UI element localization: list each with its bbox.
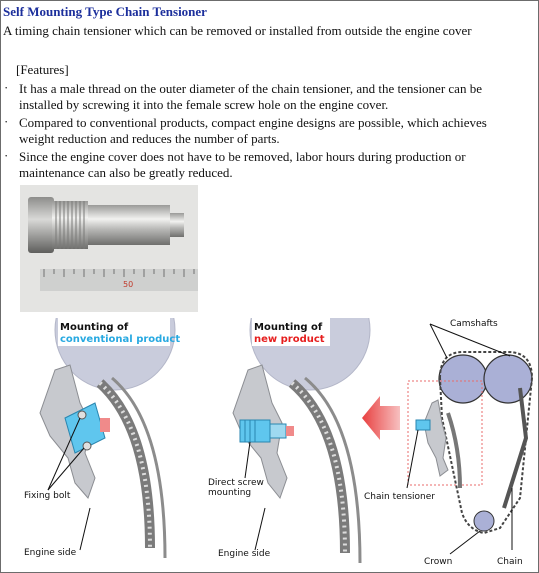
tensioner-hex-head	[28, 197, 54, 253]
page-title: Self Mounting Type Chain Tensioner	[3, 4, 207, 19]
timing-chain	[438, 351, 534, 535]
mounting-diagram: Mounting of conventional product Fixing …	[24, 318, 534, 567]
ruler-mark-50: 50	[123, 280, 133, 289]
tensioner-plunger	[170, 213, 184, 237]
engine-side-left-label: Engine side	[24, 548, 77, 558]
feature-3-line-2: maintenance can also be greatly reduced.	[19, 165, 233, 180]
tensioner-plunger-left	[100, 418, 110, 432]
feature-3-line-1: Since the engine cover does not have to …	[19, 149, 466, 164]
fixing-bolt-top	[77, 410, 87, 420]
bullet-mark: ·	[4, 148, 9, 163]
tensioner-conventional	[64, 402, 106, 454]
engine-side-middle-label: Engine side	[218, 549, 271, 559]
new-product-mounting-figure	[232, 318, 371, 564]
engine-overview-figure	[406, 323, 534, 555]
fixing-bolt-bottom	[82, 441, 92, 451]
conventional-title-line-2: conventional product	[60, 334, 180, 345]
chain-guide-left	[96, 379, 155, 549]
features-heading: [Features]	[16, 62, 69, 77]
chain-guide-middle	[288, 379, 350, 554]
tensioner-overview	[415, 419, 431, 431]
direct-screw-label-line-2: mounting	[208, 488, 251, 498]
direction-arrow	[362, 396, 400, 440]
tensioner-body	[88, 205, 170, 245]
direct-screw-label-line-1: Direct screw	[208, 478, 264, 488]
conventional-mounting-figure	[39, 318, 176, 559]
new-product-title-line-2: new product	[254, 334, 325, 345]
new-product-title-line-1: Mounting of	[254, 322, 323, 333]
camshaft-sprocket-left	[438, 354, 488, 404]
product-photo: 50	[20, 185, 198, 312]
chain-tensioner-label: Chain tensioner	[364, 492, 435, 502]
camshafts-label: Camshafts	[450, 319, 498, 329]
fixing-bolt-label: Fixing bolt	[24, 491, 71, 501]
conventional-title-line-1: Mounting of	[60, 322, 129, 333]
crank-sprocket	[473, 510, 495, 532]
feature-2-line-1: Compared to conventional products, compa…	[19, 115, 487, 130]
detail-highlight-box	[407, 380, 483, 486]
feature-2-line-2: weight reduction and reduces the number …	[19, 131, 280, 146]
bullet-mark: ·	[4, 80, 9, 95]
crown-label: Crown	[424, 557, 452, 567]
measuring-ruler	[40, 269, 198, 291]
camshaft-sprocket-right	[483, 354, 533, 404]
tensioner-plunger-middle	[286, 426, 294, 436]
bullet-mark: ·	[4, 114, 9, 129]
feature-1-line-1: It has a male thread on the outer diamet…	[19, 81, 482, 96]
feature-1-line-2: installed by screwing it into the female…	[19, 97, 389, 112]
engine-bracket-left	[39, 364, 96, 499]
page-subtitle: A timing chain tensioner which can be re…	[3, 23, 472, 38]
tensioner-thread	[52, 201, 88, 249]
chain-label: Chain	[497, 557, 523, 567]
